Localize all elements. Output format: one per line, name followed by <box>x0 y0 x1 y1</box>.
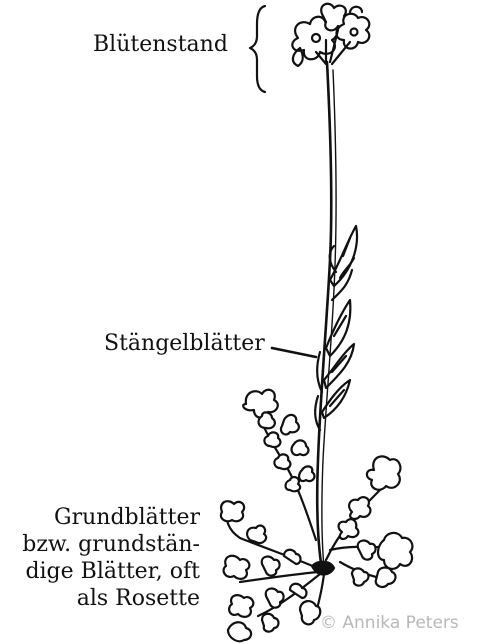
inflorescence-label: Blütenstand <box>93 31 228 58</box>
stem-leaves-leader-line <box>272 348 316 357</box>
main-stem <box>317 62 331 570</box>
basal-leaves-label-line: bzw. grundstän- <box>22 531 200 558</box>
left-basal-leaves <box>221 501 324 641</box>
basal-leaves-label: Grundblätter bzw. grundstän- dige Blätte… <box>22 504 200 612</box>
main-stem-outline <box>322 70 336 568</box>
inflorescence-bracket <box>250 6 265 92</box>
right-basal-leaves <box>326 456 412 587</box>
basal-leaves-label-line: dige Blätter, oft <box>22 558 200 585</box>
stem-leaves-label: Stängelblätter <box>104 330 265 357</box>
copyright-credit: © Annika Peters <box>320 613 459 633</box>
basal-leaves-label-line: Grundblätter <box>22 504 200 531</box>
flower-cluster <box>292 4 369 66</box>
basal-leaves-label-line: als Rosette <box>22 585 200 612</box>
left-pinnate-leaf <box>243 390 316 540</box>
